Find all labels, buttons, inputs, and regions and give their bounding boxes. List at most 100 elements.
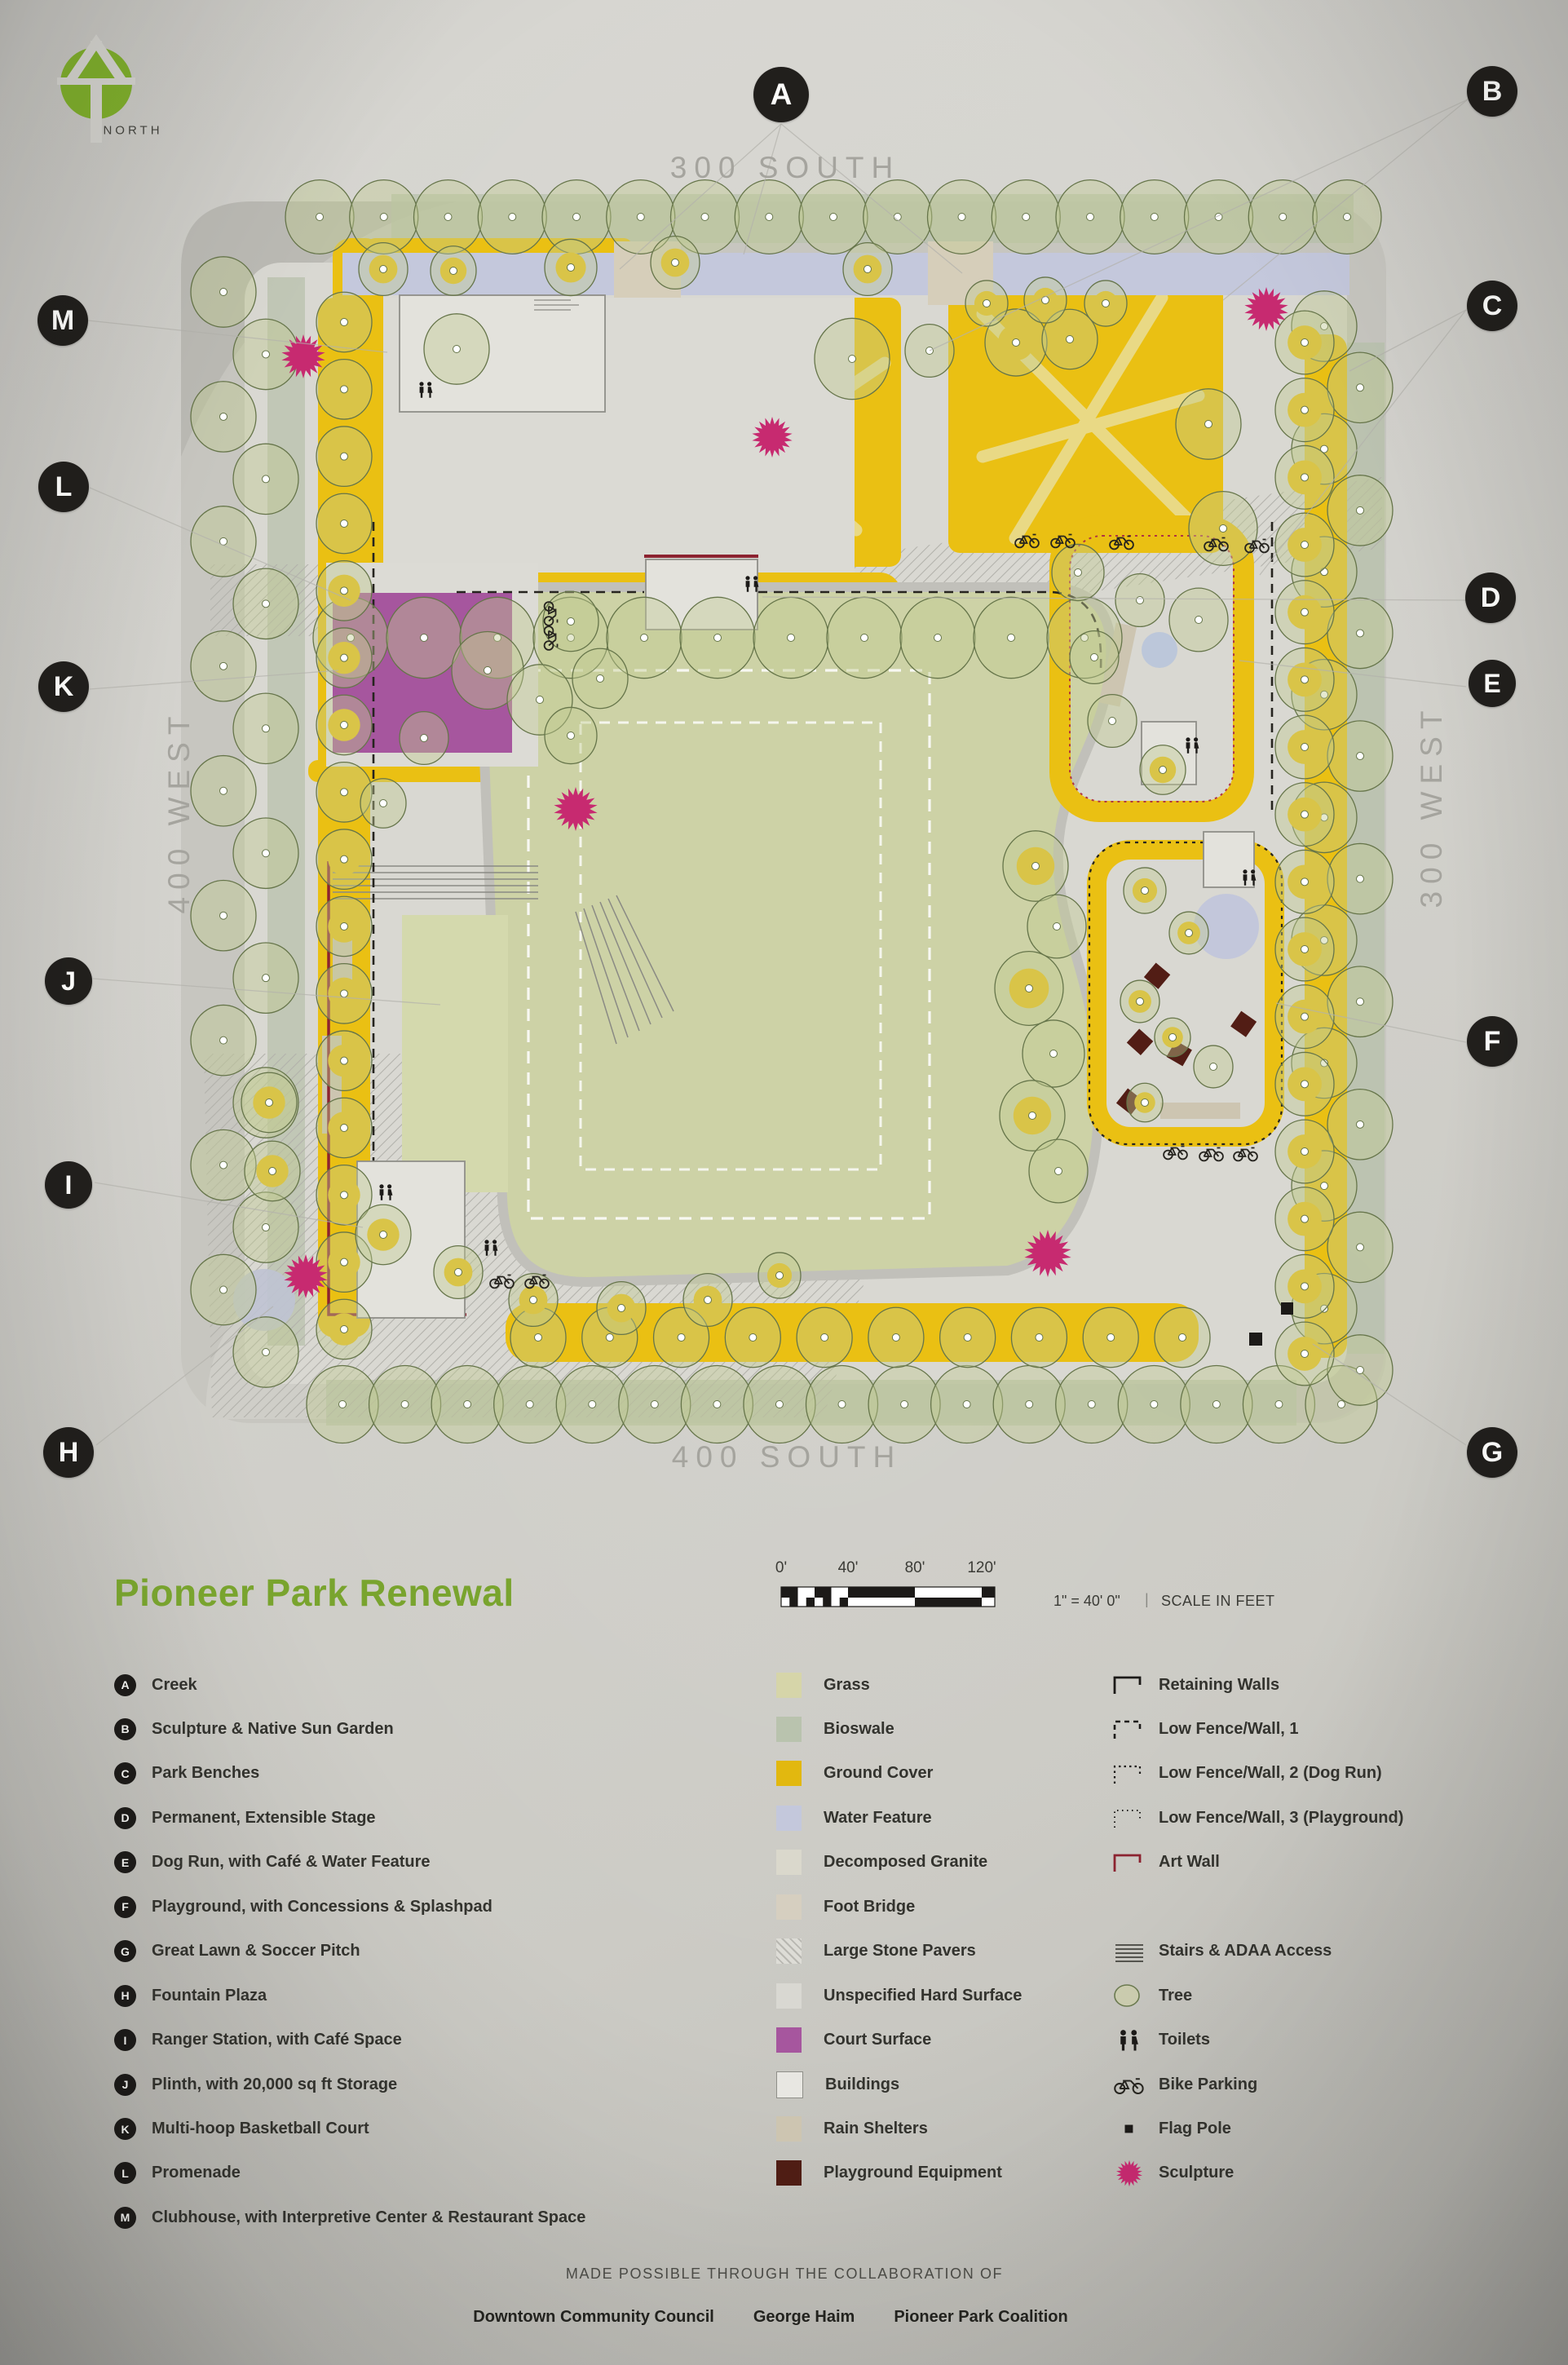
- tree: [930, 1364, 1004, 1444]
- credit-name: Pioneer Park Coalition: [894, 2308, 1068, 2326]
- legend-letter-badge: F: [114, 1895, 136, 1918]
- map-marker-j: J: [45, 957, 92, 1005]
- tree: [682, 1272, 733, 1328]
- legend-symbol-label: Retaining Walls: [1159, 1675, 1280, 1694]
- tree: [232, 568, 299, 640]
- tree: [572, 648, 629, 710]
- legend-symbol-label: Toilets: [1159, 2031, 1210, 2049]
- legend-symbol-label: Low Fence/Wall, 2 (Dog Run): [1159, 1764, 1382, 1783]
- legend-surface-label: Large Stone Pavers: [824, 1942, 976, 1961]
- tree: [285, 179, 355, 255]
- tree: [1327, 720, 1394, 792]
- tree: [1274, 1187, 1335, 1252]
- tree: [232, 817, 299, 890]
- legend-feature-label: Playground, with Concessions & Splashpad: [152, 1897, 492, 1916]
- page-title: Pioneer Park Renewal: [114, 1572, 515, 1614]
- tree: [618, 1364, 691, 1444]
- tree: [992, 1364, 1066, 1444]
- tree: [190, 1004, 257, 1076]
- flag-pole-1: [1281, 1302, 1293, 1315]
- tree-icon: [1111, 1982, 1148, 2009]
- legend-letter-badge: B: [114, 1717, 136, 1740]
- legend-surface-label: Foot Bridge: [824, 1897, 916, 1916]
- scale-caption: SCALE IN FEET: [1161, 1593, 1275, 1609]
- legend-feature-label: Plinth, with 20,000 sq ft Storage: [152, 2075, 398, 2093]
- legend-surface-label: Decomposed Granite: [824, 1853, 988, 1872]
- splashpad: [1194, 894, 1259, 959]
- tree: [1120, 179, 1190, 255]
- scale-tick: 80': [904, 1559, 925, 1576]
- tree: [826, 596, 903, 679]
- tree: [805, 1364, 879, 1444]
- tree: [386, 596, 462, 679]
- tree: [360, 778, 407, 829]
- legend-row: Decomposed Granite: [776, 1841, 987, 1885]
- tree: [1327, 966, 1394, 1038]
- tree: [1248, 179, 1318, 255]
- legend-feature-label: Creek: [152, 1675, 197, 1694]
- legend-letter-badge: G: [114, 1940, 136, 1963]
- legend-feature-label: Fountain Plaza: [152, 1986, 267, 2005]
- north-arrow-icon: [57, 34, 135, 143]
- sculpture-icon: [1244, 287, 1288, 331]
- tree: [316, 962, 373, 1024]
- tree: [899, 596, 976, 679]
- tree: [1175, 388, 1242, 460]
- tree: [316, 694, 373, 756]
- tree: [544, 238, 598, 297]
- map-marker-f: F: [1467, 1016, 1517, 1067]
- legend-row: Grass: [776, 1663, 870, 1707]
- tree: [1274, 1119, 1335, 1184]
- tree: [316, 426, 373, 488]
- tree: [814, 317, 890, 400]
- tree: [669, 179, 740, 255]
- creek: [342, 253, 1349, 295]
- map-marker-d: D: [1465, 572, 1516, 623]
- map-marker-e: E: [1469, 660, 1516, 707]
- tree: [316, 1030, 373, 1092]
- scale-tick: 120': [967, 1559, 996, 1576]
- tree: [541, 179, 612, 255]
- map-marker-a: A: [753, 67, 809, 122]
- tree: [316, 291, 373, 353]
- legend-row: Foot Bridge: [776, 1885, 915, 1929]
- sculpture-icon: [281, 334, 325, 378]
- tree: [1327, 351, 1394, 424]
- tree: [1082, 1306, 1139, 1368]
- legend-letter-badge: I: [114, 2029, 136, 2052]
- tree: [1274, 310, 1335, 375]
- tree: [1274, 782, 1335, 847]
- swatch-buildings: [776, 2071, 803, 2098]
- tree: [506, 664, 573, 736]
- legend-row: Tree: [1111, 1974, 1192, 2018]
- tree: [984, 308, 1048, 377]
- sculpture-icon: [1111, 2159, 1148, 2187]
- tree: [1051, 543, 1105, 602]
- tree: [724, 1306, 781, 1368]
- tree: [232, 1191, 299, 1263]
- legend-row: Art Wall: [1111, 1841, 1220, 1885]
- legend-feature-label: Promenade: [152, 2164, 241, 2182]
- legend-surface-label: Rain Shelters: [824, 2120, 928, 2137]
- legend-symbol-label: Low Fence/Wall, 1: [1159, 1719, 1299, 1738]
- legend-surface-label: Buildings: [825, 2075, 900, 2093]
- tree: [1120, 979, 1160, 1023]
- tree: [555, 1364, 629, 1444]
- tree: [680, 1364, 754, 1444]
- fan-stairs: [575, 895, 674, 1045]
- tree: [316, 1097, 373, 1159]
- tree: [965, 280, 1009, 327]
- tree: [1274, 512, 1335, 577]
- tree: [1023, 276, 1067, 324]
- legend-surface-label: Playground Equipment: [824, 2164, 1002, 2182]
- tree: [868, 1306, 925, 1368]
- swatch-rain: [776, 2116, 802, 2142]
- tree: [796, 1306, 853, 1368]
- legend-row: Large Stone Pavers: [776, 1930, 976, 1974]
- legend-feature-label: Ranger Station, with Café Space: [152, 2031, 402, 2049]
- tree: [1327, 1334, 1394, 1406]
- street-label-bottom: 400 SOUTH: [671, 1440, 903, 1474]
- tree: [734, 179, 804, 255]
